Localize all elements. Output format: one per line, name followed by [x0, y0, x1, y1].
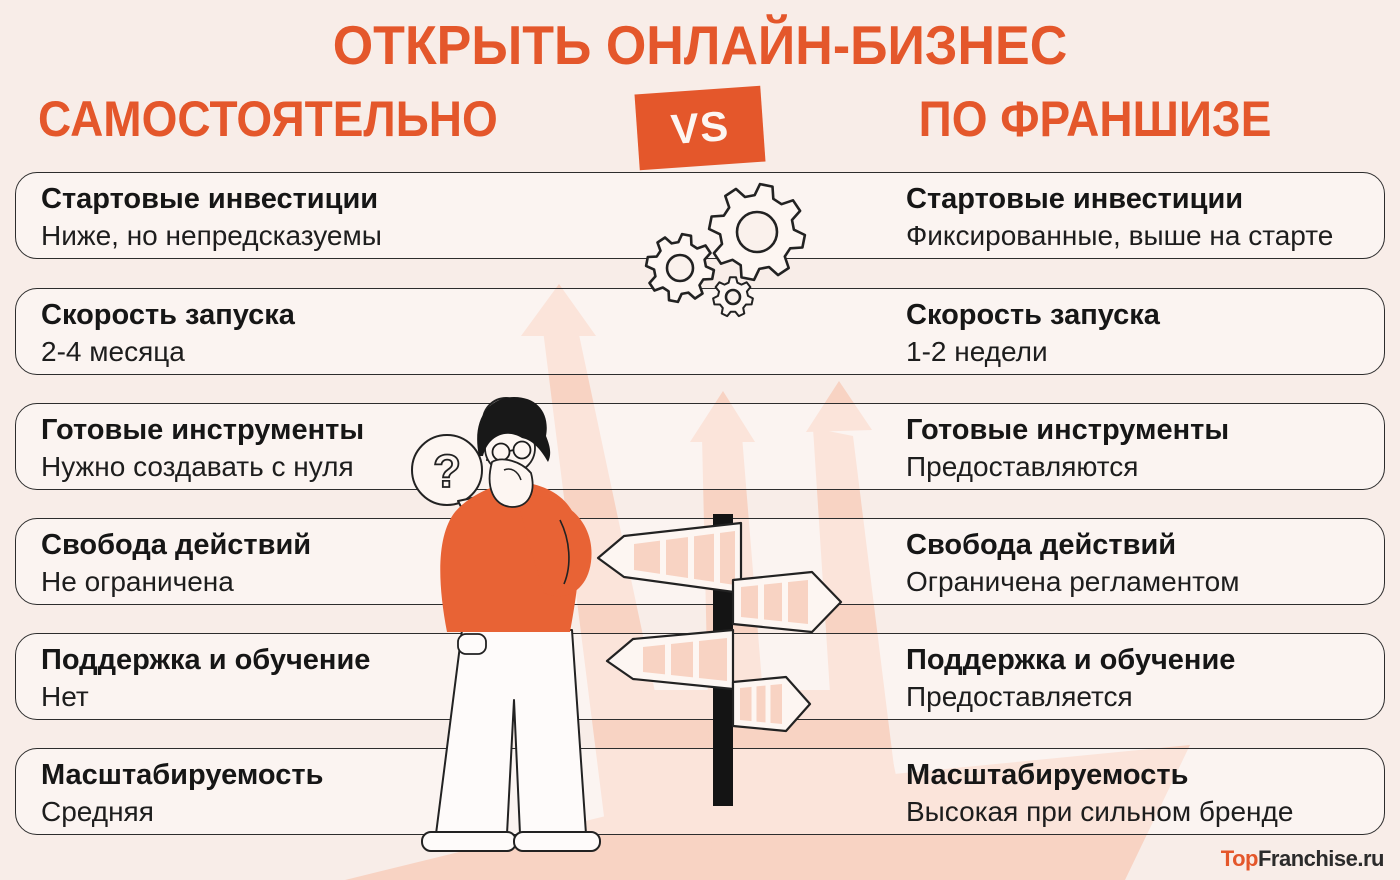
criterion-label-self: Готовые инструменты	[41, 414, 365, 446]
criterion-label-self: Стартовые инвестиции	[41, 183, 379, 215]
comparison-row: Готовые инструменты Нужно создавать с ну…	[15, 403, 1385, 490]
franchise-value: Предоставляется	[906, 681, 1133, 712]
self-value: 2-4 месяца	[41, 336, 185, 367]
franchise-value: Предоставляются	[906, 451, 1139, 482]
comparison-row: Масштабируемость Средняя Масштабируемост…	[15, 748, 1385, 835]
self-value: Средняя	[41, 796, 154, 827]
franchise-value: 1-2 недели	[906, 336, 1048, 367]
comparison-row: Поддержка и обучение Нет Поддержка и обу…	[15, 633, 1385, 720]
criterion-label-franchise: Масштабируемость	[906, 759, 1189, 791]
brand-logo-prefix: Top	[1220, 846, 1259, 871]
comparison-row: Свобода действий Не ограничена Свобода д…	[15, 518, 1385, 605]
self-value: Нет	[41, 681, 89, 712]
criterion-label-franchise: Скорость запуска	[906, 299, 1160, 331]
franchise-value: Ограничена регламентом	[906, 566, 1240, 597]
page-title: ОТКРЫТЬ ОНЛАЙН-БИЗНЕС	[332, 15, 1068, 77]
self-value: Не ограничена	[41, 566, 234, 597]
brand-logo-suffix: Franchise.ru	[1257, 846, 1385, 871]
franchise-value: Фиксированные, выше на старте	[906, 220, 1334, 251]
self-value: Ниже, но непредсказуемы	[41, 220, 382, 251]
franchise-value: Высокая при сильном бренде	[906, 796, 1294, 827]
criterion-label-franchise: Поддержка и обучение	[906, 644, 1236, 676]
self-value: Нужно создавать с нуля	[41, 451, 354, 482]
column-header-franchise: ПО ФРАНШИЗЕ	[918, 90, 1272, 147]
comparison-row: Скорость запуска 2-4 месяца Скорость зап…	[15, 288, 1385, 375]
comparison-row: Стартовые инвестиции Ниже, но непредсказ…	[15, 172, 1385, 259]
criterion-label-franchise: Стартовые инвестиции	[906, 183, 1244, 215]
criterion-label-self: Поддержка и обучение	[41, 644, 371, 676]
criterion-label-self: Масштабируемость	[41, 759, 324, 791]
criterion-label-self: Скорость запуска	[41, 299, 295, 331]
criterion-label-self: Свобода действий	[41, 529, 312, 561]
criterion-label-franchise: Готовые инструменты	[906, 414, 1230, 446]
vs-label: VS	[669, 102, 731, 153]
column-header-self: САМОСТОЯТЕЛЬНО	[38, 90, 498, 147]
criterion-label-franchise: Свобода действий	[906, 529, 1177, 561]
brand-logo: TopFranchise.ru	[1220, 846, 1385, 872]
vs-badge: VS	[634, 85, 766, 171]
